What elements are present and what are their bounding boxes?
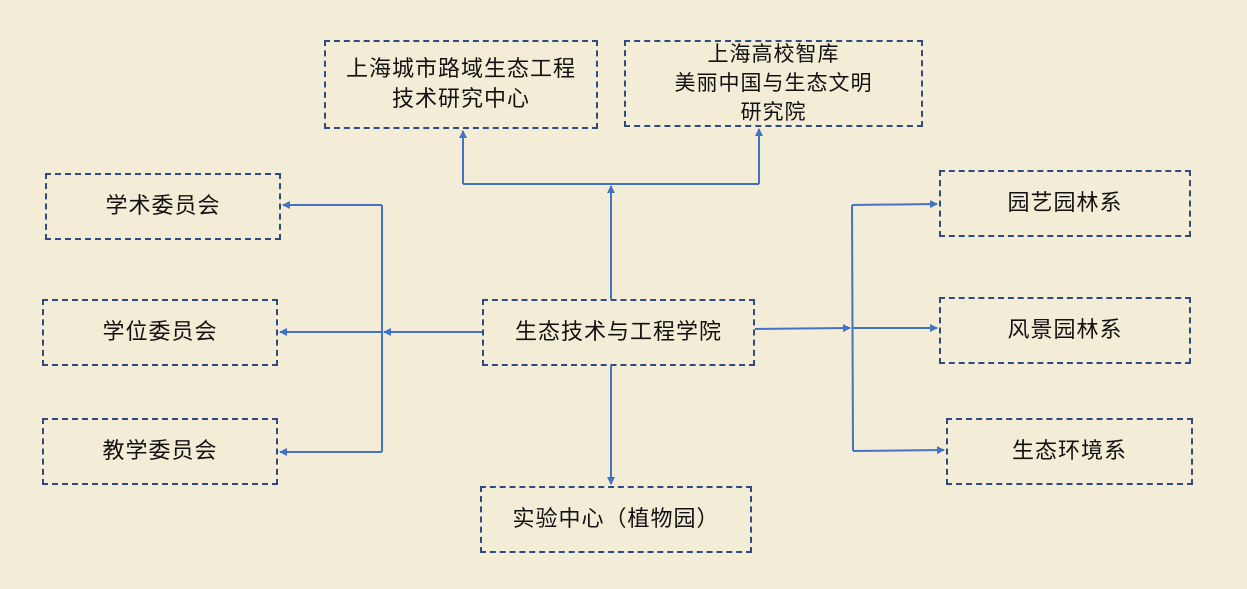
box-label: 教学委员会 [102, 438, 218, 464]
box-text-line: 上海高校智库 [707, 42, 840, 66]
think-tank-box: 上海高校智库 美丽中国与生态文明 研究院 [624, 40, 923, 127]
lab-center-box: 实验中心（植物园） [480, 486, 752, 553]
box-text-line: 美丽中国与生态文明 [674, 71, 873, 95]
box-label: 生态技术与工程学院 [514, 319, 722, 345]
eco-environment-dept-box: 生态环境系 [946, 418, 1193, 485]
box-text-line: 技术研究中心 [391, 86, 530, 112]
academic-committee-box: 学术委员会 [45, 173, 281, 240]
horticulture-dept-box: 园艺园林系 [939, 170, 1191, 237]
line-to-eco-env [852, 446, 945, 455]
box-label: 风景园林系 [1007, 317, 1123, 343]
box-label: 园艺园林系 [1007, 190, 1123, 216]
box-label: 学位委员会 [102, 319, 218, 345]
line-to-horticulture [851, 200, 938, 209]
college-center-box: 生态技术与工程学院 [482, 299, 755, 366]
line-right-trunk [754, 324, 851, 333]
landscape-dept-box: 风景园林系 [939, 297, 1191, 364]
box-text-line: 研究院 [740, 100, 807, 124]
box-text-line: 上海城市路域生态工程 [345, 56, 576, 82]
shanghai-road-ecology-center-box: 上海城市路域生态工程 技术研究中心 [324, 40, 598, 129]
box-label: 实验中心（植物园） [512, 506, 720, 532]
degree-committee-box: 学位委员会 [42, 299, 278, 366]
teaching-committee-box: 教学委员会 [42, 418, 278, 485]
box-label: 生态环境系 [1011, 438, 1127, 464]
box-label: 学术委员会 [105, 193, 221, 219]
